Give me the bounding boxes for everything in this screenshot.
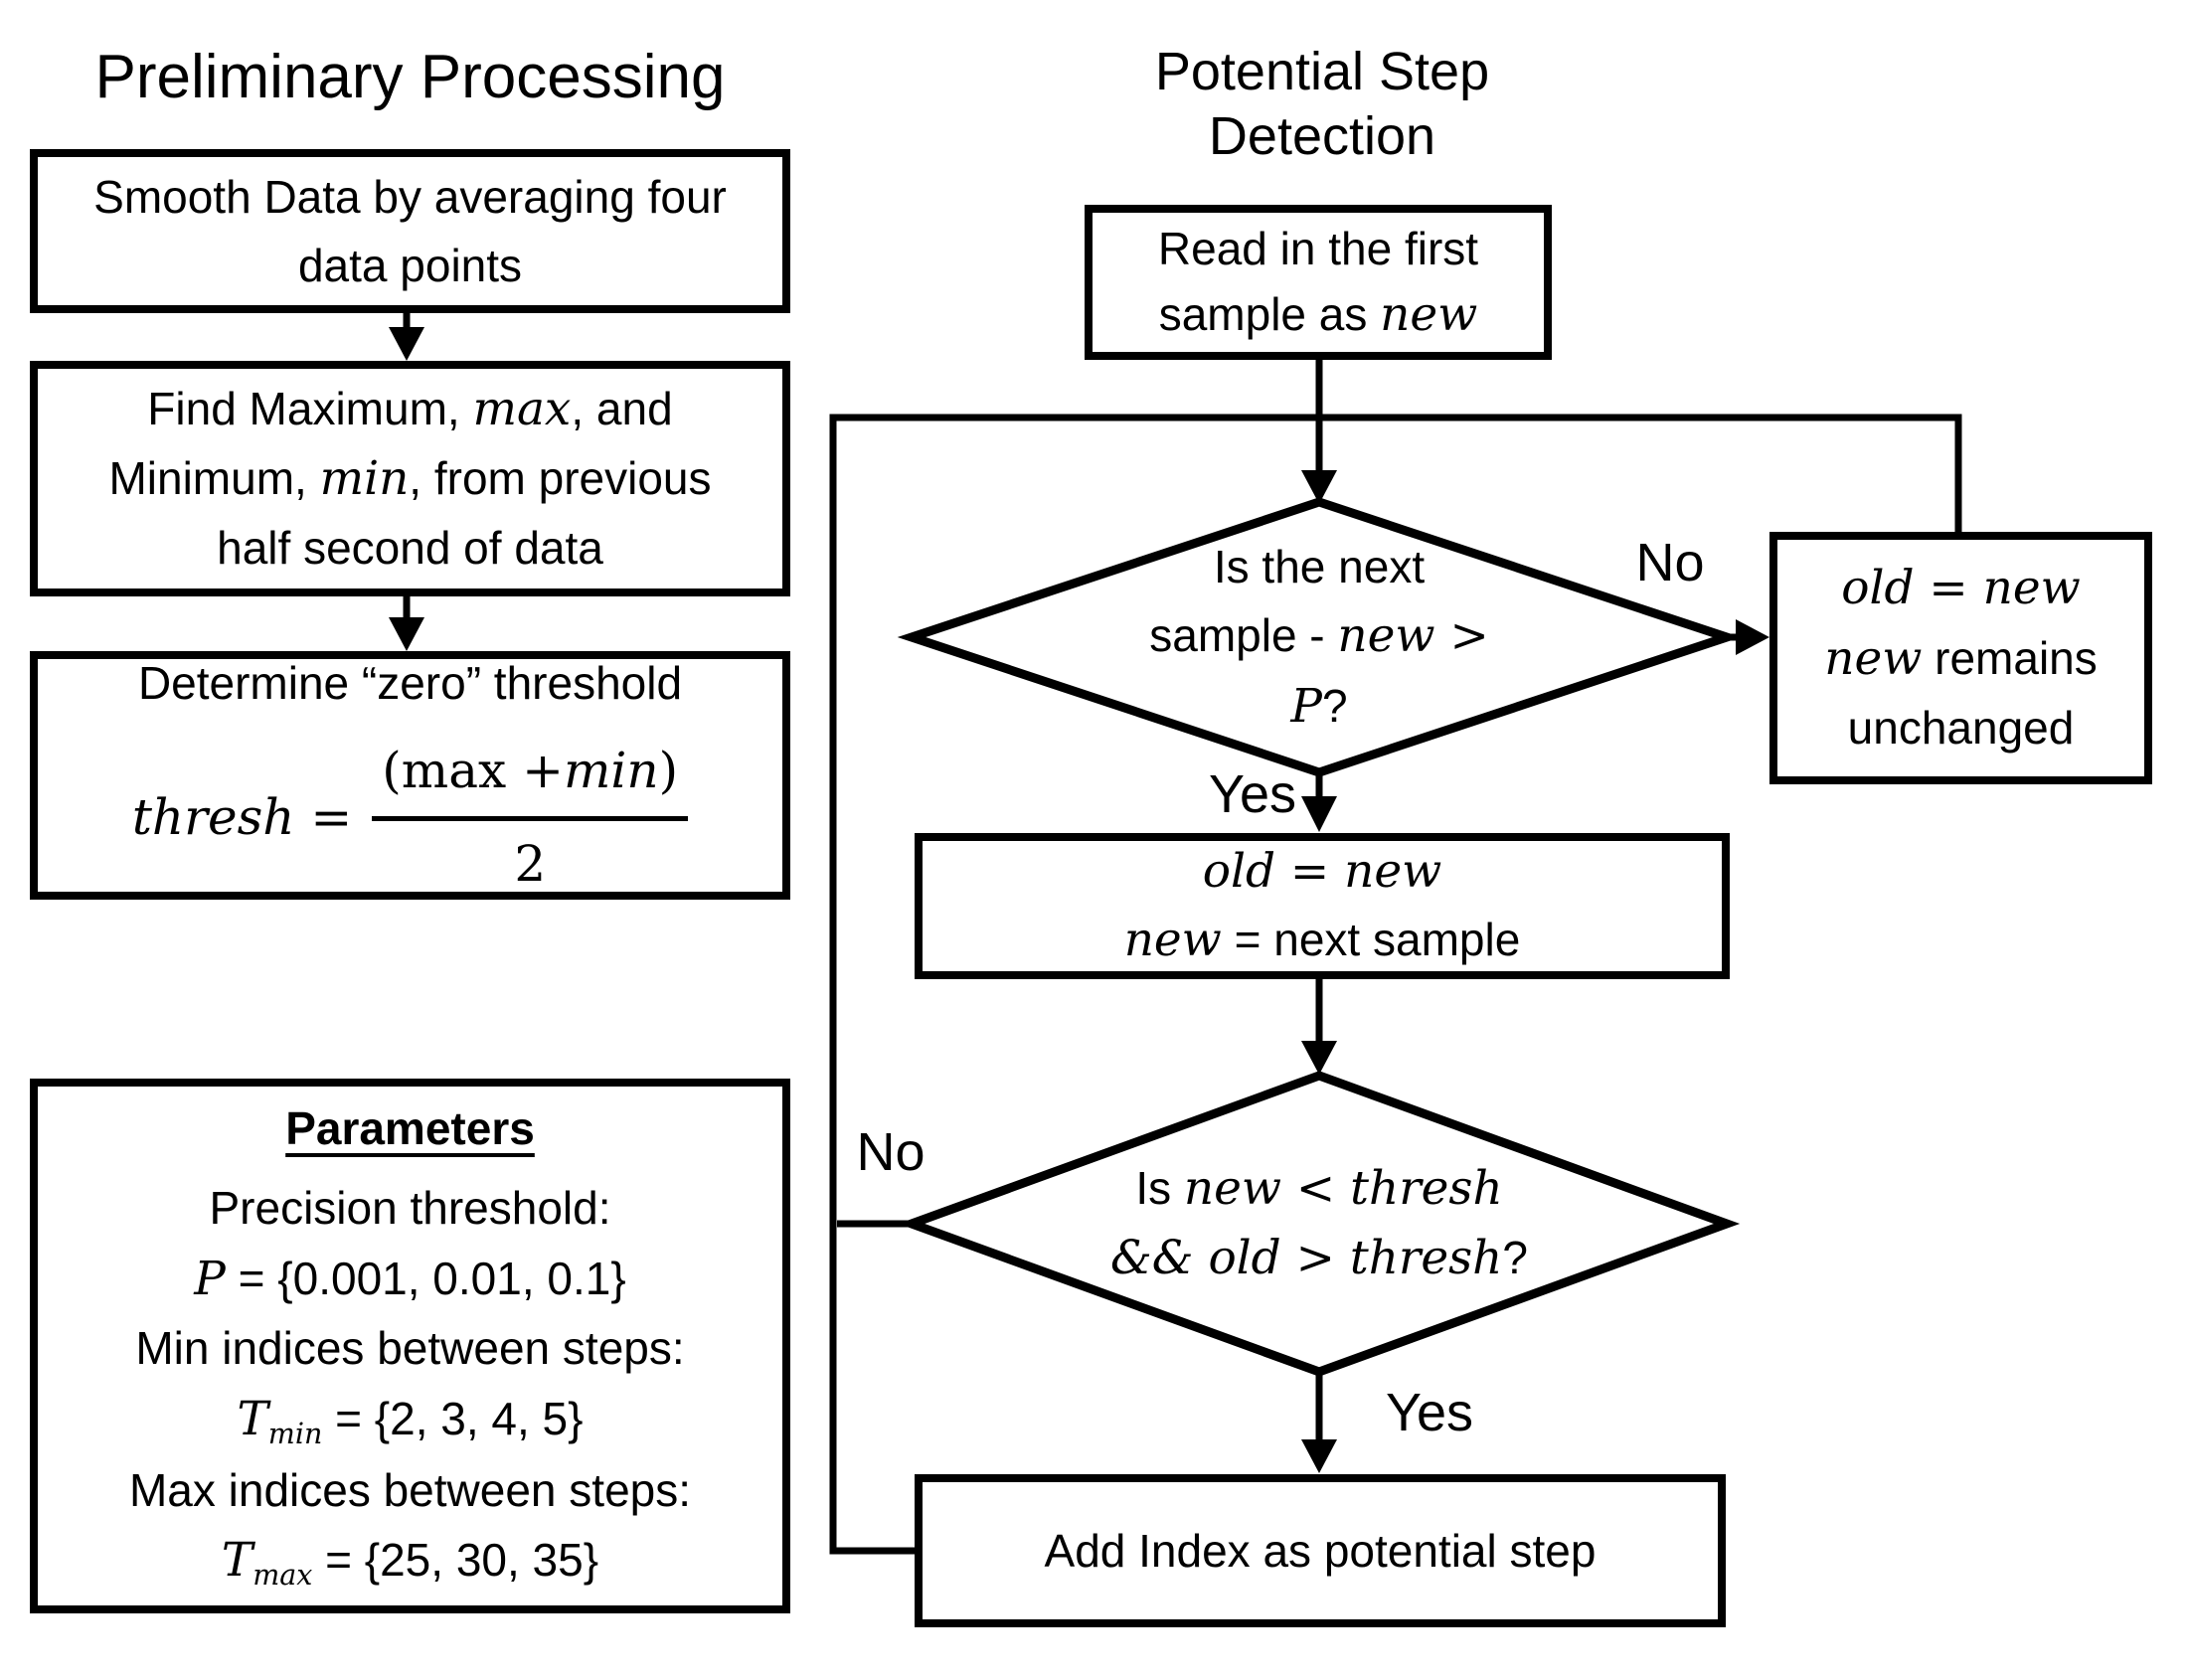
- process-box-old-new-unchanged: old = new new remains unchanged: [1769, 532, 2152, 784]
- feedback-rail: [829, 414, 1962, 1555]
- process-box-zero-threshold: Determine “zero” threshold thresh = (max…: [30, 651, 790, 900]
- label-yes-diamond2: Yes: [1385, 1383, 1474, 1442]
- parameters-box: Parameters Precision threshold: P = {0.0…: [30, 1079, 790, 1613]
- arrow-oldnext-to-diamond2-head: [1301, 1041, 1337, 1075]
- diamond-next-sample-text: Is the next sample - new > P?: [1021, 532, 1617, 743]
- process-box-add-index: Add Index as potential step: [915, 1474, 1726, 1627]
- text-line: Tmin = {2, 3, 4, 5}: [237, 1392, 584, 1451]
- arrow-minmax-to-thresh-head: [389, 617, 424, 651]
- text-line: old = new: [1202, 844, 1442, 900]
- text-line: Is the next: [1213, 541, 1426, 593]
- equation-numerator: (max +min): [372, 734, 689, 821]
- diamond-thresh-cross-text: Is new < thresh && old > thresh?: [971, 1123, 1667, 1324]
- text-line: old = new: [1841, 561, 2081, 616]
- process-box-smooth-data: Smooth Data by averaging four data point…: [30, 149, 790, 313]
- text-line: Minimum, min, from previous: [108, 451, 712, 506]
- text-line: P = {0.001, 0.01, 0.1}: [194, 1251, 626, 1306]
- text-line: sample as new: [1158, 287, 1478, 343]
- text-line: new = next sample: [1123, 912, 1521, 967]
- text-line: Determine “zero” threshold: [137, 657, 683, 709]
- threshold-equation: thresh = (max +min) 2: [131, 734, 689, 902]
- text-line: half second of data: [217, 522, 603, 575]
- equation-lhs: thresh =: [131, 788, 353, 846]
- text-line: Min indices between steps:: [135, 1322, 685, 1375]
- left-section-title: Preliminary Processing: [94, 43, 726, 111]
- arrow-no1-head: [1736, 619, 1769, 655]
- text-line: Find Maximum, max, and: [147, 381, 673, 436]
- right-section-title-line1: Potential Step: [1154, 42, 1490, 101]
- label-yes-diamond1: Yes: [1208, 764, 1297, 824]
- right-section-title: Potential Step Detection: [1054, 40, 1591, 169]
- text-line: data points: [297, 239, 523, 291]
- text-line: Tmax = {25, 30, 35}: [221, 1533, 599, 1593]
- process-box-find-min-max: Find Maximum, max, and Minimum, min, fro…: [30, 361, 790, 596]
- process-box-old-new-next-sample: old = new new = next sample: [915, 833, 1730, 979]
- arrow-yes2-head: [1301, 1439, 1337, 1473]
- text-line: Smooth Data by averaging four: [93, 170, 727, 223]
- text-line: unchanged: [1847, 701, 2075, 754]
- text-line: Read in the first: [1157, 222, 1479, 274]
- arrow-smooth-to-minmax-head: [389, 327, 424, 361]
- equation-denominator: 2: [514, 835, 547, 893]
- label-no-diamond2: No: [856, 1122, 926, 1182]
- text-line: Max indices between steps:: [128, 1463, 692, 1516]
- text-line: sample - new >: [1149, 608, 1489, 664]
- text-line: && old > thresh?: [1110, 1231, 1528, 1285]
- text-line: Is new < thresh: [1135, 1160, 1503, 1216]
- right-section-title-line2: Detection: [1208, 105, 1436, 166]
- text-line: new remains: [1824, 630, 2098, 686]
- arrow-yes1-head: [1301, 796, 1337, 832]
- process-box-read-first-sample: Read in the first sample as new: [1085, 205, 1552, 360]
- label-no-diamond1: No: [1635, 533, 1705, 592]
- arrow-read-to-diamond1-head: [1301, 470, 1337, 504]
- text-line: Precision threshold:: [209, 1181, 611, 1234]
- parameters-heading: Parameters: [285, 1102, 535, 1155]
- equation-fraction: (max +min) 2: [372, 734, 689, 902]
- text-line: Add Index as potential step: [1044, 1524, 1597, 1577]
- text-line: P?: [1290, 678, 1348, 734]
